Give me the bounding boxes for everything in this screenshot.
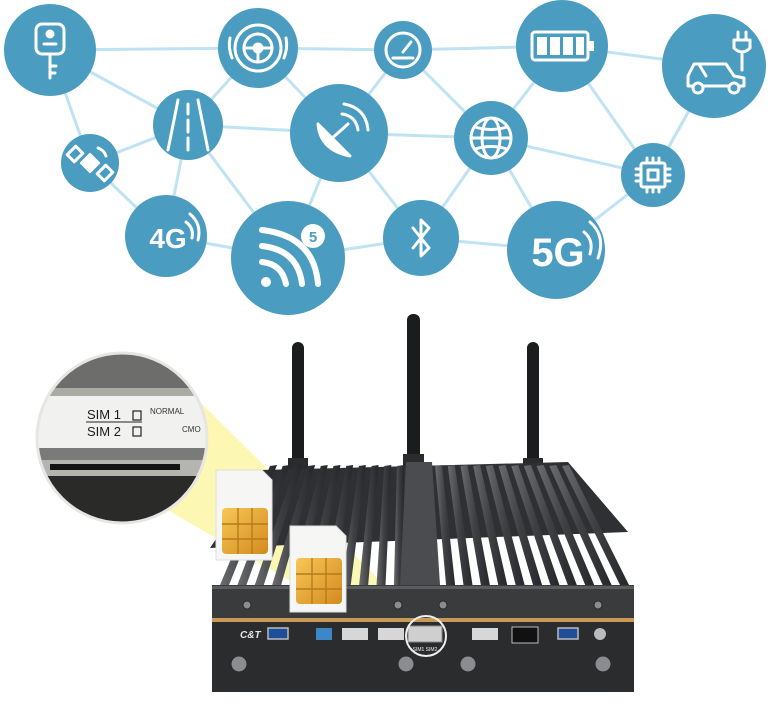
heatsink-fin [447,465,473,585]
heatsink-fin [435,465,456,585]
ethernet-port [511,626,539,644]
node-wifi-badge-label: 5 [309,229,317,246]
key-fob-icon [34,22,66,80]
port-b [378,628,404,640]
steering-wheel-icon [227,23,289,73]
antenna-right [527,342,539,470]
heatsink-fin [498,465,543,585]
node-key-fob [4,4,96,96]
road-icon [166,98,210,152]
heatsink-fin [511,465,560,585]
antenna-left [292,342,304,468]
satellite-dish-icon [316,102,370,158]
sim-slot-highlight-ring [405,615,447,657]
heatsink-fin [359,465,379,585]
ev-charging-car-icon [686,30,752,95]
heatsink-fin [473,465,508,585]
globe-icon [469,116,513,160]
heatsink-fin [376,465,392,585]
node-battery [516,0,608,92]
port-c [472,628,498,640]
heatsink-fin [460,465,490,585]
sim1-label: SIM 1 [87,407,121,422]
port-a [342,628,368,640]
switch-label-cmos: CMO [182,425,201,434]
heatsink-fin [485,465,525,585]
sim-chip-1 [222,508,268,554]
node-ev-charging [662,14,766,118]
heatsink-fin [536,465,595,585]
heatsink-fin [549,465,612,585]
antenna-center [407,314,420,464]
satellite-icon [65,144,115,183]
sim-card-1 [215,469,273,561]
node-4g [125,195,207,277]
power-button [594,628,606,640]
wifi-5-icon [259,227,321,287]
4g-signal-icon [184,212,201,242]
heatsink-fin [272,465,316,585]
bluetooth-icon [411,218,431,258]
antennas [288,314,543,472]
sim2-label: SIM 2 [87,424,121,439]
sim-card-2 [289,525,347,613]
heatsink-center-block [400,462,440,585]
heatsink-fin [562,465,629,585]
usb-port-1 [267,627,289,640]
usb-port-2 [557,627,579,640]
node-5g [507,201,605,299]
sim-chip-2 [296,558,342,604]
node-4g-label: 4G [149,223,186,254]
heatsink-fin [393,465,404,585]
heatsink-fin [341,465,366,585]
brand-logo: C&T [240,630,261,641]
sim-port-caption: SIM1 SIM2 [413,647,438,653]
embedded-pc-chassis: C&T SIM1 SIM2 [210,462,634,692]
io-ports [267,625,606,644]
sim-slot-port [407,625,443,643]
speedometer-icon [384,31,422,69]
node-5g-label: 5G [531,231,584,275]
heatsink-fin [523,465,577,585]
cpu-chip-icon [634,156,672,194]
sim-slot-zoom-callout: SIM 1 SIM 2 NORMAL CMO [35,351,209,525]
5g-signal-icon [582,220,603,260]
switch-label-normal: NORMAL [150,407,185,416]
node-cpu [621,143,685,207]
dip-switch [316,628,332,640]
battery-icon [530,30,594,62]
